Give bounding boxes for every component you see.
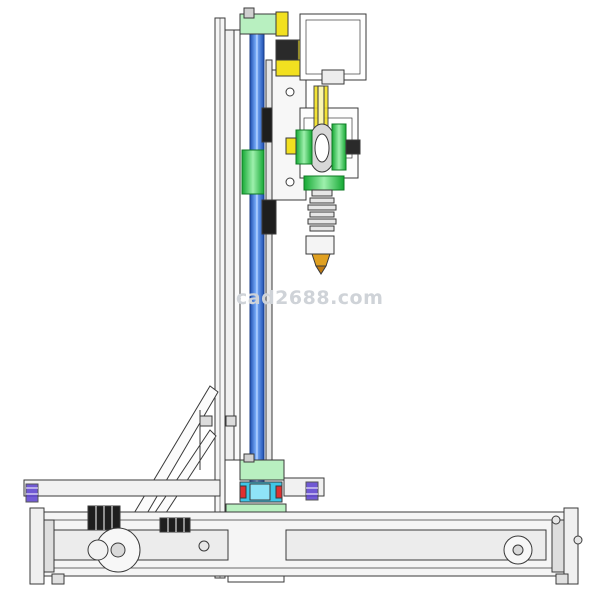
diagonal-brace xyxy=(129,385,219,523)
base-end-cap-left xyxy=(29,507,55,585)
top-rod-clamp xyxy=(239,7,289,37)
extruder-drive-gear xyxy=(307,123,337,173)
frame-bolt xyxy=(198,515,583,552)
brace-bolt xyxy=(199,415,237,427)
bed-level-spring-right xyxy=(305,481,319,501)
z-carriage-green-block xyxy=(241,149,265,195)
extruder-green-gear-right xyxy=(331,123,361,171)
y-drive-wheel xyxy=(87,527,141,573)
z-guide-rod xyxy=(249,27,265,499)
z-coupler xyxy=(239,481,283,503)
hotend-heater-block xyxy=(305,235,335,255)
extruder-green-base xyxy=(303,175,345,191)
hotend-nozzle xyxy=(311,253,331,275)
bottom-rod-clamp xyxy=(239,453,285,481)
foot-nut-left xyxy=(51,573,65,585)
base-end-cap-right xyxy=(551,507,579,585)
x-motor xyxy=(299,13,367,85)
foot-nut-right xyxy=(555,573,569,585)
y-motor-pulley xyxy=(87,505,121,531)
extruder-green-gear-left xyxy=(285,129,313,165)
y-belt-gear-small xyxy=(159,517,191,533)
z-frame-plate-right xyxy=(224,29,241,461)
bed-level-spring-left xyxy=(25,483,39,503)
linear-bearing-lower xyxy=(261,199,277,235)
y-idler-wheel-right xyxy=(503,535,533,565)
hotend-heatsink xyxy=(307,189,337,232)
